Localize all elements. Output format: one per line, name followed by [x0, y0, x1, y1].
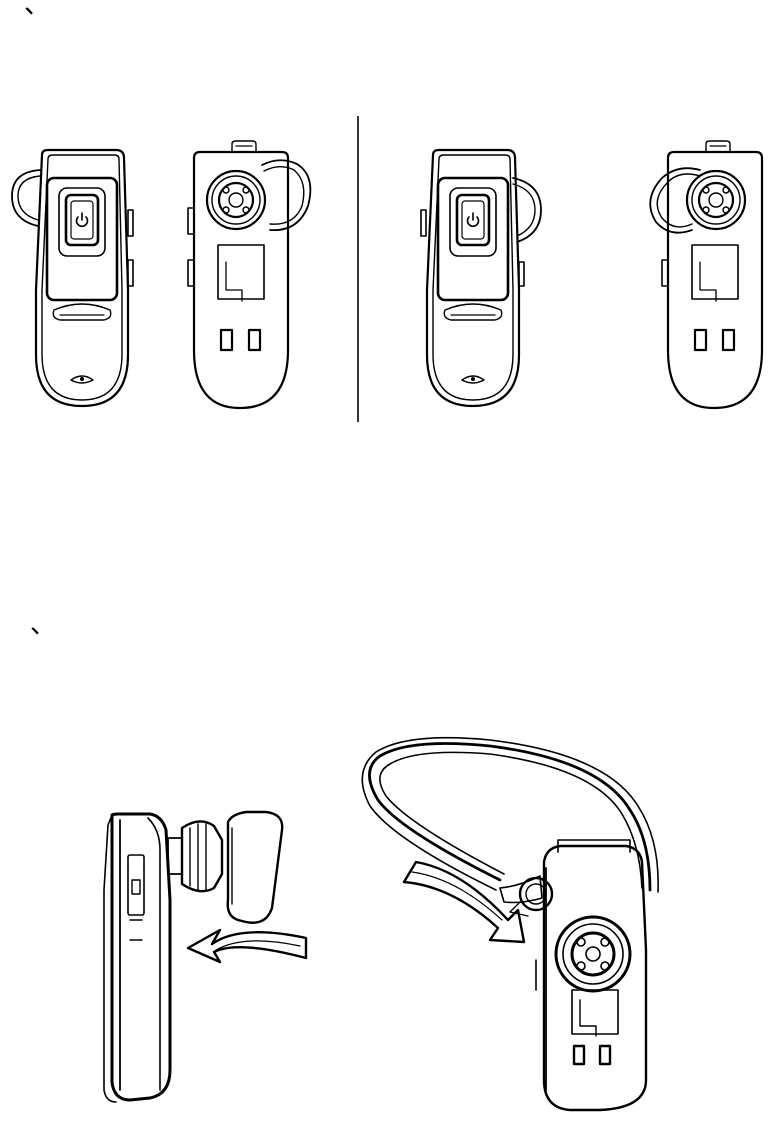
earhook-left-back [188, 141, 310, 408]
earhook-right-front [421, 150, 541, 406]
eartip-fitting-side-view [104, 812, 306, 1102]
section-mark-2: 、 [30, 612, 56, 638]
figure-1 [0, 0, 781, 460]
earhook-left-front [12, 150, 133, 406]
power-icon [468, 213, 479, 226]
figure-2 [0, 690, 781, 1120]
power-icon [77, 213, 88, 226]
logo-icon [462, 376, 484, 383]
logo-icon [71, 376, 93, 383]
curved-arrow-icon [188, 930, 306, 962]
earhook-fitting-back-view [362, 738, 658, 1110]
earhook-right-back [650, 141, 762, 408]
